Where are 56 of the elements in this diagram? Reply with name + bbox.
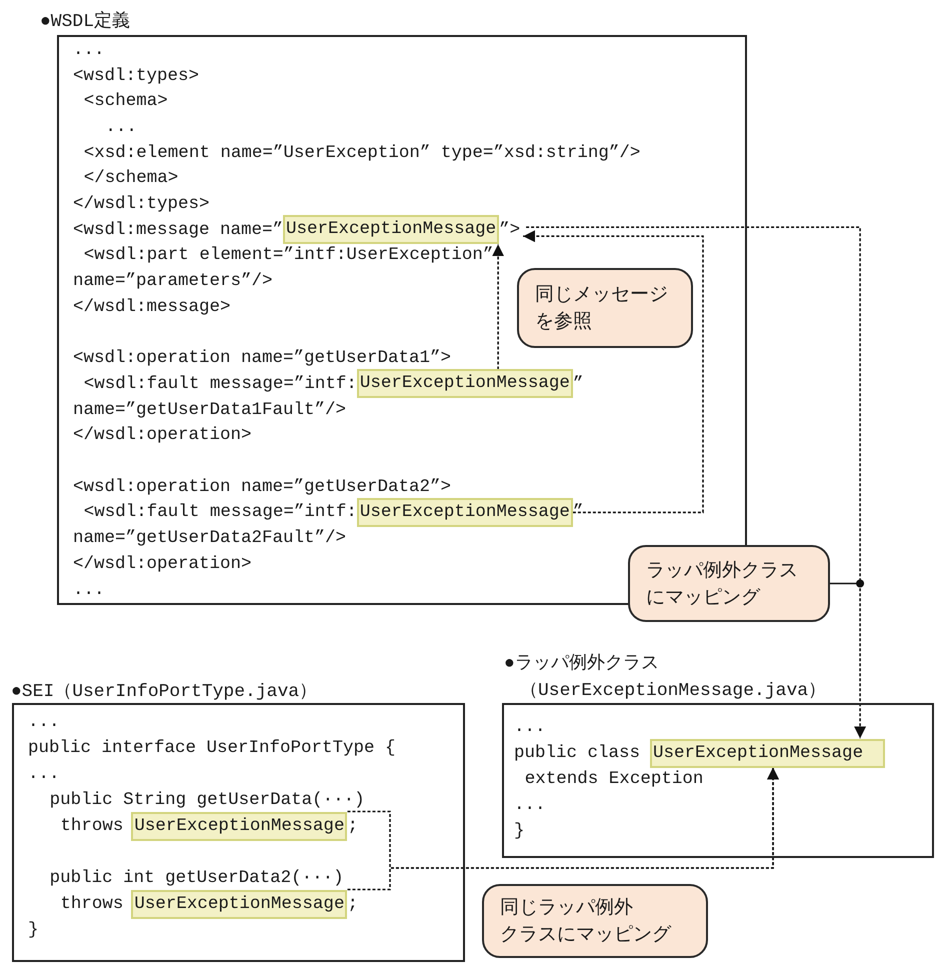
code-text: ” [572,501,584,524]
code-text: </wsdl:types> [73,193,210,216]
code-text: ; [347,815,358,837]
code-text: } [514,820,525,842]
code-text: ” [572,372,584,395]
section-heading: （UserExceptionMessage.java） [520,680,826,701]
code-text: <wsdl:operation name=”getUserData2”> [73,476,452,498]
code-text: <wsdl:message name=” [73,218,284,241]
highlighted-class-name: UserExceptionMessage [650,738,886,768]
code-text: name=”getUserData1Fault”/> [73,398,346,421]
code-text: throws [60,815,124,837]
section-heading: ●ラッパ例外クラス [504,652,659,674]
code-text: <wsdl:part element=”intf:UserException” [84,244,494,266]
code-text: name=”parameters”/> [73,270,273,292]
code-text: <xsd:element name=”UserException” type=”xsd:string”/> [84,142,640,164]
code-text: </wsdl:message> [73,296,231,318]
dashed-arrow [526,226,866,738]
code-text: ... [105,116,137,138]
code-text: <wsdl:operation name=”getUserData1”> [73,347,452,370]
code-text: <wsdl:types> [73,64,200,87]
code-text: ... [514,794,546,816]
section-heading: ●SEI（UserInfoPortType.java） [11,681,318,702]
highlighted-class-name: UserExceptionMessage [356,498,573,527]
code-text: ... [73,578,105,601]
dashed-arrow [347,768,780,890]
code-text: public int getUserData2(···) [50,867,344,889]
highlighted-class-name: UserExceptionMessage [131,890,348,918]
code-text: extends Exception [524,768,704,790]
dashed-arrow [523,230,704,514]
code-text: ”> [499,218,520,241]
code-text: ... [514,716,546,738]
code-text: } [28,919,39,941]
code-text: ... [28,711,60,733]
dashed-arrow [492,244,504,370]
code-text: <wsdl:fault message=”intf: [84,372,357,395]
note-callout: 同じラッパ例外クラスにマッピング [482,884,708,958]
note-callout: 同じメッセージを参照 [517,268,693,348]
section-heading: ●WSDL定義 [40,10,130,32]
code-text: ... [73,38,105,61]
code-text: public interface UserInfoPortType { [28,737,396,759]
code-text: <wsdl:fault message=”intf: [84,501,357,524]
code-text: name=”getUserData2Fault”/> [73,527,346,550]
highlighted-class-name: UserExceptionMessage [356,369,573,398]
highlighted-class-name: UserExceptionMessage [283,215,500,244]
code-text: public class [514,742,640,764]
code-text: public String getUserData(···) [50,789,365,811]
leader-line [830,580,864,588]
code-text: </schema> [84,167,178,190]
code-text: ; [347,893,358,915]
note-callout: ラッパ例外クラスにマッピング [628,545,830,622]
code-text: ... [28,763,60,785]
code-text: <schema> [84,90,168,112]
code-text: </wsdl:operation> [73,552,252,575]
code-text: </wsdl:operation> [73,424,252,446]
code-text: throws [60,893,124,915]
highlighted-class-name: UserExceptionMessage [131,812,348,840]
